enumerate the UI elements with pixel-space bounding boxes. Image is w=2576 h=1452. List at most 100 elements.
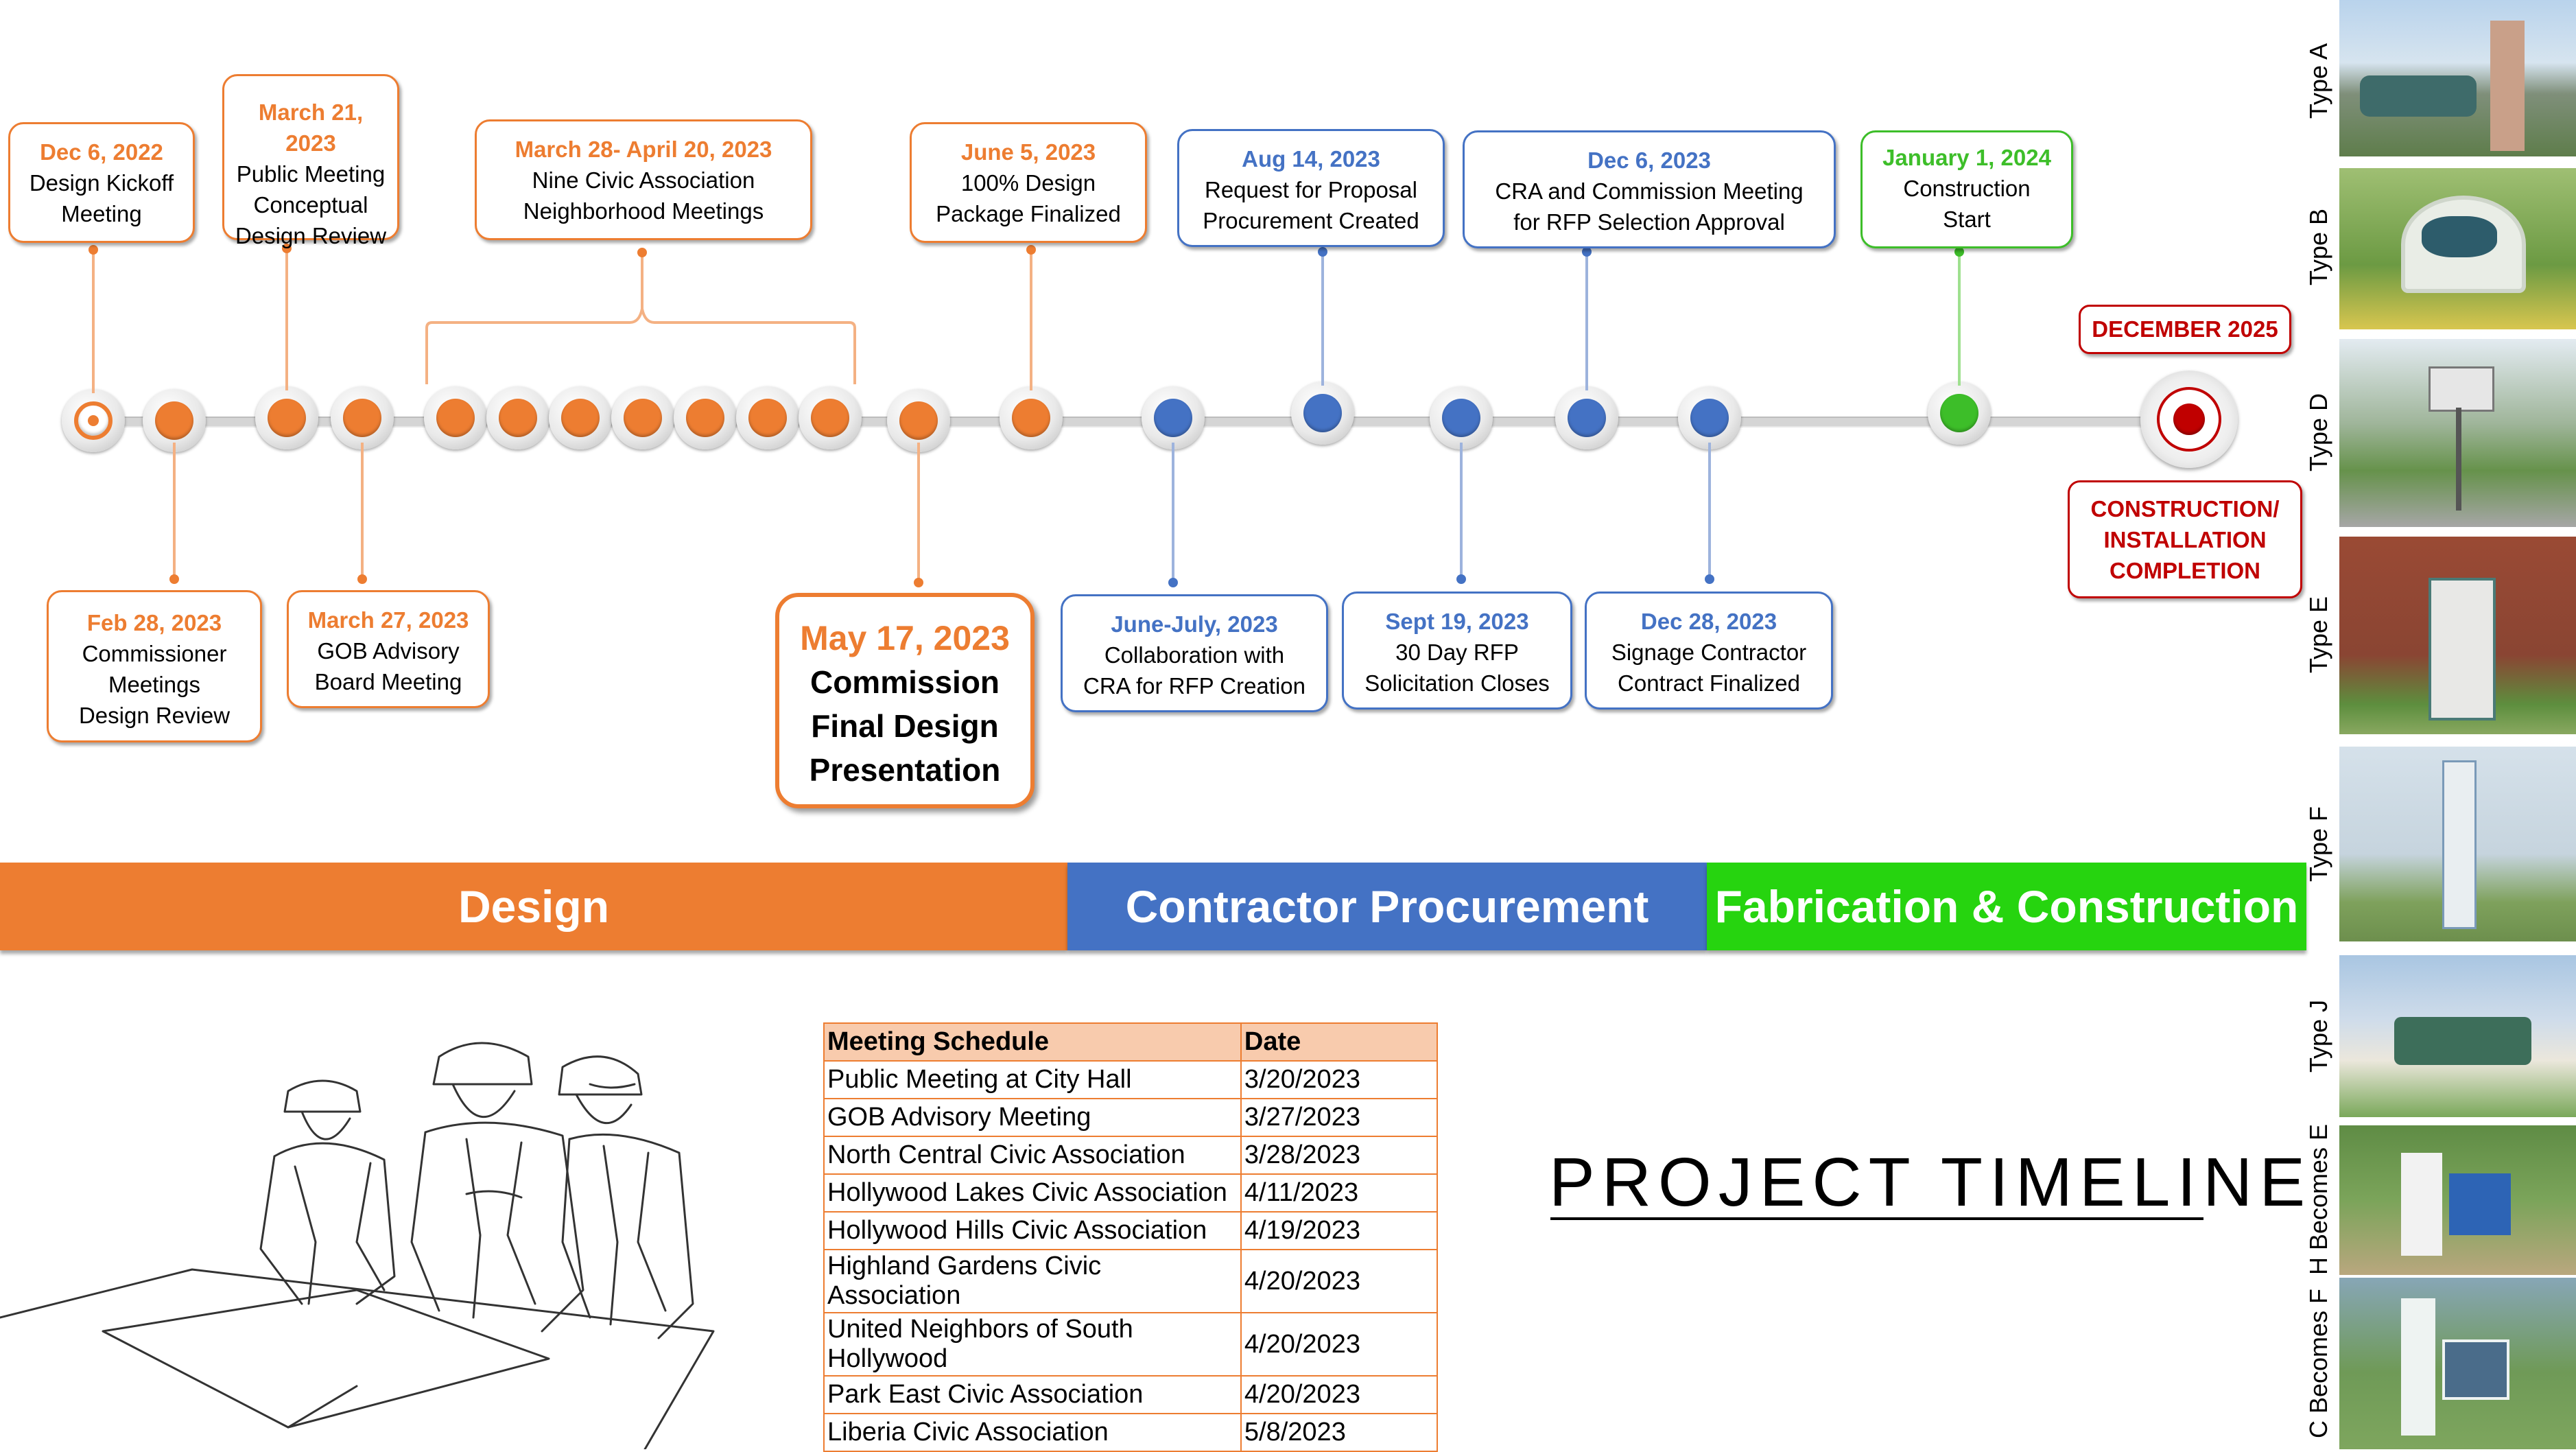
timeline-node: [1291, 382, 1354, 445]
timeline-node: [143, 389, 206, 452]
milestone-text: Commission Final Design Presentation: [809, 664, 1001, 788]
connector-line: [88, 245, 98, 393]
timeline-node: [887, 389, 950, 452]
meeting-date: 4/11/2023: [1240, 1173, 1439, 1213]
meeting-date: 4/19/2023: [1240, 1211, 1439, 1250]
milestone-callout: Dec 28, 2023 Signage Contractor Contract…: [1585, 592, 1833, 710]
milestone-text: CRA and Commission Meeting for RFP Selec…: [1495, 178, 1804, 235]
sign-type-label: Type F: [2304, 806, 2333, 882]
timeline-node: [1430, 386, 1493, 449]
milestone-callout: Sept 19, 2023 30 Day RFP Solicitation Cl…: [1342, 592, 1572, 710]
milestone-text: Request for Proposal Procurement Created: [1203, 177, 1419, 233]
milestone-callout: Dec 6, 2022 Design Kickoff Meeting: [8, 122, 195, 243]
page-title: PROJECT TIMELINE: [1549, 1144, 2313, 1221]
milestone-callout: Feb 28, 2023 Commissioner Meetings Desig…: [47, 590, 262, 742]
meeting-name: GOB Advisory Meeting: [823, 1098, 1242, 1137]
meeting-name: Public Meeting at City Hall: [823, 1060, 1242, 1099]
milestone-text: Signage Contractor Contract Finalized: [1611, 640, 1807, 696]
meeting-name: Hollywood Lakes Civic Association: [823, 1173, 1242, 1213]
table-header-row: Meeting Schedule Date: [823, 1022, 1439, 1062]
connector-line: [357, 443, 367, 584]
sign-type-label: Type B: [2304, 208, 2332, 286]
phase-bar-procurement: Contractor Procurement: [1067, 863, 1707, 950]
milestone-date: June-July, 2023: [1111, 611, 1278, 637]
completion-date-badge: DECEMBER 2025: [2079, 305, 2291, 354]
milestone-callout: March 21, 2023 Public Meeting Conceptual…: [222, 74, 399, 248]
sign-type-label: C Becomes F: [2304, 1288, 2332, 1439]
brace-bracket: [425, 248, 856, 384]
milestone-callout: March 27, 2023 GOB Advisory Board Meetin…: [287, 590, 490, 708]
phase-bar-design: Design: [0, 863, 1067, 950]
sign-type-b-photo: [2339, 168, 2576, 329]
meeting-date: 4/20/2023: [1240, 1375, 1439, 1414]
connector-line: [1456, 443, 1466, 584]
connector-line: [169, 443, 179, 584]
sign-type-label: H Becomes E: [2304, 1123, 2333, 1276]
timeline-node: [1142, 386, 1205, 449]
sign-type-label: Type D: [2304, 393, 2333, 472]
milestone-date: Feb 28, 2023: [86, 610, 222, 635]
milestone-callout: June 5, 2023 100% Design Package Finaliz…: [910, 122, 1147, 243]
completion-date: DECEMBER 2025: [2092, 316, 2278, 342]
sign-type-c-photo: [2339, 1278, 2576, 1449]
connector-line: [1705, 443, 1714, 584]
sign-type-j-photo: [2339, 955, 2576, 1117]
completion-callout: CONSTRUCTION/ INSTALLATION COMPLETION: [2068, 480, 2302, 598]
meeting-date: 5/8/2023: [1240, 1413, 1439, 1452]
meeting-date: 3/27/2023: [1240, 1098, 1439, 1137]
phase-label: Contractor Procurement: [1125, 881, 1649, 932]
milestone-text: Design Kickoff Meeting: [29, 170, 174, 226]
milestone-date: June 5, 2023: [960, 139, 1096, 165]
timeline-node: [1555, 386, 1618, 449]
meeting-date: 3/20/2023: [1240, 1060, 1439, 1099]
meeting-name: Liberia Civic Association: [823, 1413, 1242, 1452]
milestone-text: 100% Design Package Finalized: [936, 170, 1121, 226]
milestone-callout: January 1, 2024 Construction Start: [1860, 130, 2073, 248]
meeting-name: Highland Gardens Civic Association: [823, 1249, 1242, 1313]
connector-line: [1582, 247, 1592, 390]
milestone-date: Sept 19, 2023: [1385, 609, 1529, 634]
milestone-text: GOB Advisory Board Meeting: [314, 638, 462, 694]
milestone-text: Nine Civic Association Neighborhood Meet…: [523, 167, 764, 224]
milestone-date: May 17, 2023: [800, 619, 1010, 657]
timeline-node: [424, 386, 487, 449]
milestone-date: March 28- April 20, 2023: [515, 137, 772, 162]
meeting-name: Park East Civic Association: [823, 1375, 1242, 1414]
milestone-date: Dec 6, 2023: [1587, 148, 1711, 173]
sign-type-e-photo: [2339, 537, 2576, 734]
phase-bar-construction: Fabrication & Construction: [1707, 863, 2306, 950]
milestone-callout: March 28- April 20, 2023 Nine Civic Asso…: [475, 119, 812, 240]
timeline-node: [736, 386, 799, 449]
connector-line: [1318, 247, 1327, 386]
meeting-date: 3/28/2023: [1240, 1136, 1439, 1175]
connector-line: [1954, 247, 1964, 386]
phase-label: Design: [458, 881, 610, 932]
meeting-name: North Central Civic Association: [823, 1136, 1242, 1175]
milestone-text: Collaboration with CRA for RFP Creation: [1083, 642, 1305, 699]
milestone-text: Construction Start: [1903, 176, 2031, 232]
sign-type-label: Type J: [2304, 999, 2332, 1073]
milestone-callout: Aug 14, 2023 Request for Proposal Procur…: [1177, 129, 1445, 247]
meeting-schedule-table: Meeting Schedule Date Public Meeting at …: [823, 1022, 1439, 1452]
milestone-callout: June-July, 2023 Collaboration with CRA f…: [1061, 594, 1328, 712]
timeline-node: [611, 386, 674, 449]
milestone-text: 30 Day RFP Solicitation Closes: [1364, 640, 1550, 696]
timeline-node: [1000, 386, 1063, 449]
title-underline: [1550, 1217, 2203, 1220]
completion-target-icon: [2140, 371, 2238, 468]
milestone-text: Commissioner Meetings Design Review: [78, 641, 231, 728]
milestone-text: Public Meeting Conceptual Design Review: [235, 161, 387, 248]
timeline-node: [255, 386, 318, 449]
milestone-date: Aug 14, 2023: [1242, 146, 1380, 172]
milestone-date: March 27, 2023: [307, 607, 469, 633]
timeline-node: [799, 386, 862, 449]
connector-line: [282, 244, 292, 390]
phase-label: Fabrication & Construction: [1714, 881, 2299, 932]
milestone-date: March 21, 2023: [258, 99, 364, 156]
completion-text: CONSTRUCTION/ INSTALLATION COMPLETION: [2090, 496, 2280, 583]
